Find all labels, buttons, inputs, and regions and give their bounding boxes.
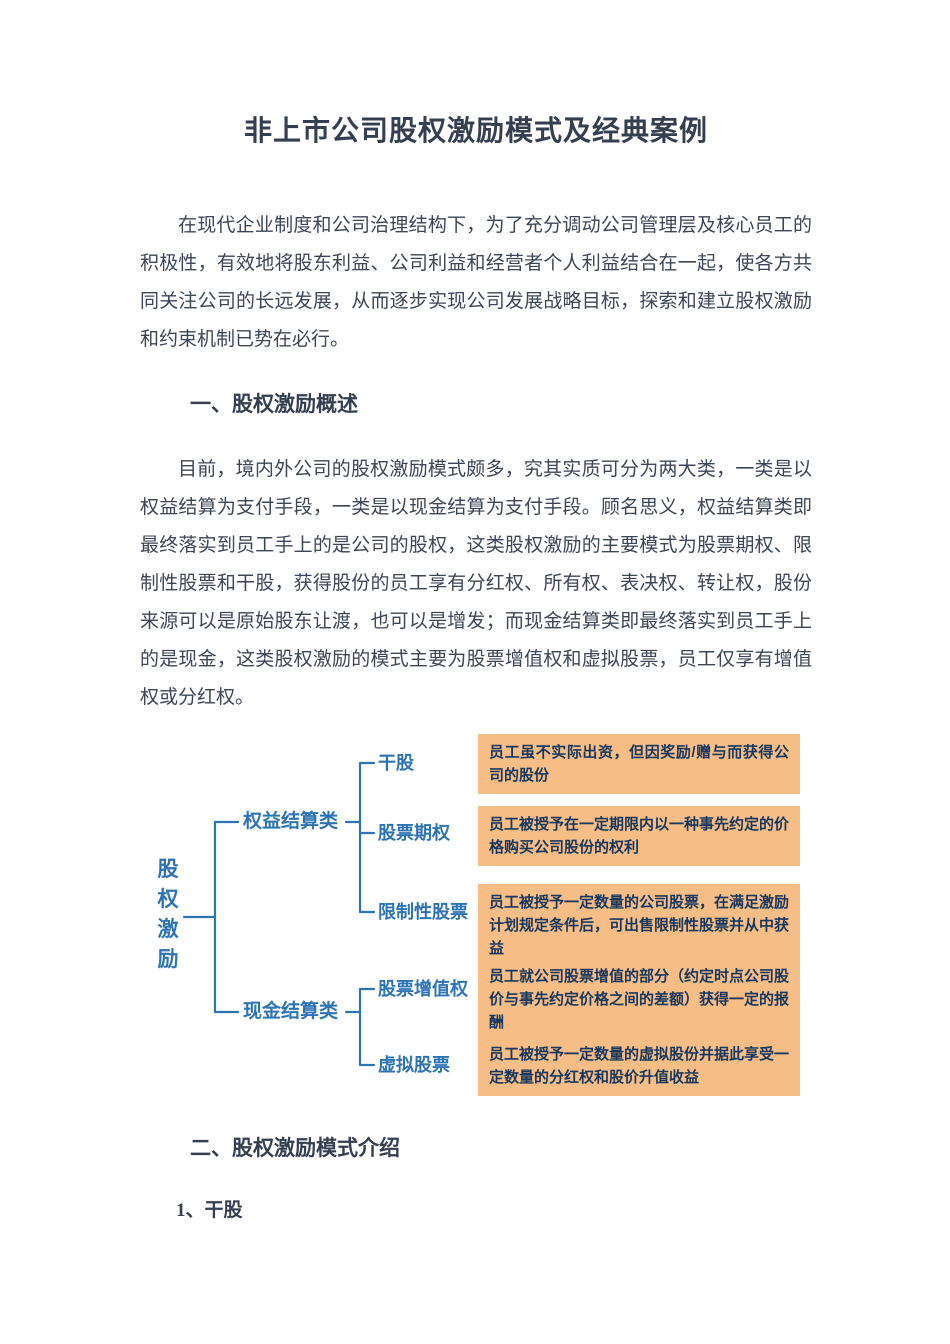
desc-box-phantom-stock: 员工被授予一定数量的虚拟股份并据此享受一定数量的分红权和股价升值收益 [478,1036,800,1097]
intro-paragraph: 在现代企业制度和公司治理结构下，为了充分调动公司管理层及核心员工的积极性，有效地… [140,215,812,351]
document-title: 非上市公司股权激励模式及经典案例 [243,116,708,147]
section-2-heading: 二、股权激励模式介绍 [190,1136,400,1161]
desc-box-stock-options: 员工被授予在一定期限内以一种事先约定的价格购买公司股份的权利 [478,806,800,867]
section-1-heading: 一、股权激励概述 [190,392,358,417]
leaf-phantom-stock-label: 虚拟股票 [378,1055,450,1076]
branch-equity-settled-label: 权益结算类 [243,811,339,833]
leaf-stock-options-label: 股票期权 [378,823,450,844]
branch-cash-settled-label: 现金结算类 [243,1001,339,1023]
tree-root-label: 股权激励 [157,858,179,972]
tree-connector-lines [182,762,376,1067]
section-2-sub-1-heading: 1、干股 [176,1200,243,1222]
leaf-dry-shares-label: 干股 [378,753,414,774]
leaf-restricted-stock-label: 限制性股票 [378,902,468,923]
leaf-stock-appreciation-rights-label: 股票增值权 [378,979,468,1000]
desc-box-stock-appreciation-rights: 员工就公司股票增值的部分（约定时点公司股价与事先约定价格之间的差额）获得一定的报… [478,958,800,1042]
section-1-paragraph: 目前，境内外公司的股权激励模式颇多，究其实质可分为两大类，一类是以权益结算为支付… [140,459,812,709]
desc-box-dry-shares: 员工虽不实际出资，但因奖励/赠与而获得公司的股份 [478,734,800,795]
equity-incentive-tree-diagram: 股权激励 权益结算类 现金结算类 干股 股票期权 限制性股票 股票增值权 虚拟股… [140,725,812,1097]
desc-box-restricted-stock: 员工被授予一定数量的公司股票，在满足激励计划规定条件后，可出售限制性股票并从中获… [478,884,800,968]
